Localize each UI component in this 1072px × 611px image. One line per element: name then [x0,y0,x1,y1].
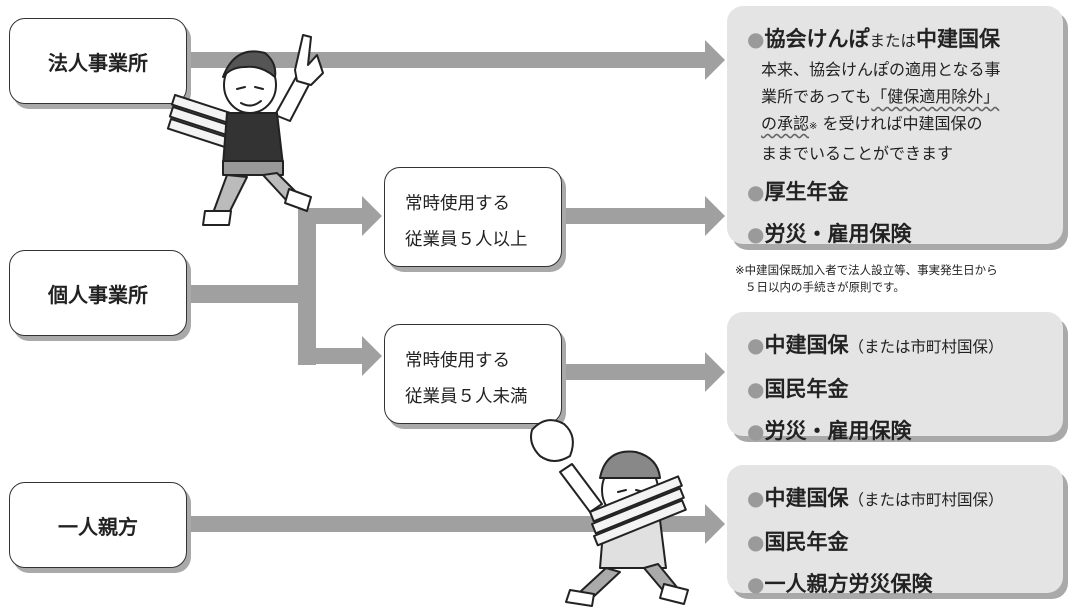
footnote: ※中建国保既加入者で法人設立等、事実発生日から ５日以内の手続きが原則です。 [735,262,998,296]
result1-item-insurance: ●労災・雇用保険 [747,213,1063,255]
bullet-icon: ● [747,27,765,51]
result1-chuken: 中建国保 [915,27,1000,51]
source-individual-label: 個人事業所 [48,282,148,307]
desc-note-mark: ※ [809,121,818,132]
desc-line1: 本来、協会けんぽの適用となる事 [761,60,1001,79]
source-solo-label: 一人親方 [58,514,138,539]
result3-item-health: ●中建国保（または市町村国保） [747,477,1063,521]
branch-five-or-more-line1: 常時使用する [405,194,510,214]
result1-item-health: ●協会けんぽまたは中建国保 [747,18,1063,62]
desc-line3-post: を受ければ中建国保の [822,114,983,133]
result2-chuken: 中建国保 [764,333,849,357]
result3-pension-label: 国民年金 [764,530,849,554]
arrow-solo [187,504,725,544]
bullet-icon: ● [747,486,765,510]
source-solo: 一人親方 [9,482,187,568]
desc-line3-wavy: の承認 [761,114,810,133]
result2-item-health: ●中建国保（または市町村国保） [747,324,1063,368]
branch-under-five-line1: 常時使用する [405,351,510,371]
source-corporate-label: 法人事業所 [48,50,148,75]
result1-pension-label: 厚生年金 [764,180,849,204]
result1-kyokai: 協会けんぽ [764,27,870,51]
result1-insurance-label: 労災・雇用保険 [764,222,912,246]
result3-item-pension: ●国民年金 [747,521,1063,563]
arrow-to-branch-upper [298,196,382,236]
branch-under-five: 常時使用する 従業員５人未満 [384,324,562,424]
result2-alt: （または市町村国保） [848,338,1004,356]
result2-insurance-label: 労災・雇用保険 [764,419,912,443]
result2-item-insurance: ●労災・雇用保険 [747,410,1063,452]
branch-five-or-more: 常時使用する 従業員５人以上 [384,167,562,267]
result3-item-insurance: ●一人親方労災保険 [747,563,1063,605]
branch-under-five-line2: 従業員５人未満 [405,387,528,407]
source-corporate: 法人事業所 [9,18,187,104]
bullet-icon: ● [747,530,765,554]
result1-description: 本来、協会けんぽの適用となる事 業所であっても「健保適用除外」 の承認※ を受け… [747,56,1063,167]
desc-line2-wavy: 「健保適用除外」 [871,87,1000,106]
bullet-icon: ● [747,180,765,204]
arrow-to-branch-lower [298,336,382,376]
result-group-corporate: ●協会けんぽまたは中建国保 本来、協会けんぽの適用となる事 業所であっても「健保… [727,6,1063,246]
result1-or: または [869,32,916,50]
result2-item-pension: ●国民年金 [747,368,1063,410]
worker-illustration-cheering [530,419,689,607]
desc-line2-pre: 業所であっても [761,87,872,106]
footnote-line1: ※中建国保既加入者で法人設立等、事実発生日から [735,263,998,277]
arrow-individual-stem [187,285,303,303]
result3-chuken: 中建国保 [764,486,849,510]
result1-item-pension: ●厚生年金 [747,171,1063,213]
arrow-corporate [187,40,725,80]
footnote-line2: ５日以内の手続きが原則です。 [745,280,905,294]
result2-pension-label: 国民年金 [764,377,849,401]
branch-five-or-more-line2: 従業員５人以上 [405,230,528,250]
bullet-icon: ● [747,222,765,246]
arrow-upper-to-result [562,196,725,236]
desc-line2: 業所であっても「健保適用除外」 [761,83,1063,110]
desc-line3: の承認※ を受ければ中建国保の [761,110,1063,140]
bullet-icon: ● [747,572,765,596]
result3-insurance-label: 一人親方労災保険 [764,572,933,596]
bullet-icon: ● [747,377,765,401]
bullet-icon: ● [747,333,765,357]
bullet-icon: ● [747,419,765,443]
result-group-solo: ●中建国保（または市町村国保） ●国民年金 ●一人親方労災保険 [727,465,1063,596]
desc-line4: ままでいることができます [761,144,954,163]
arrow-lower-to-result [562,352,725,392]
result3-alt: （または市町村国保） [848,491,1004,509]
result-group-under-five: ●中建国保（または市町村国保） ●国民年金 ●労災・雇用保険 [727,312,1063,443]
source-individual: 個人事業所 [9,250,187,336]
arrow-individual-vertical [298,208,316,365]
worker-illustration-pointing [166,34,324,226]
